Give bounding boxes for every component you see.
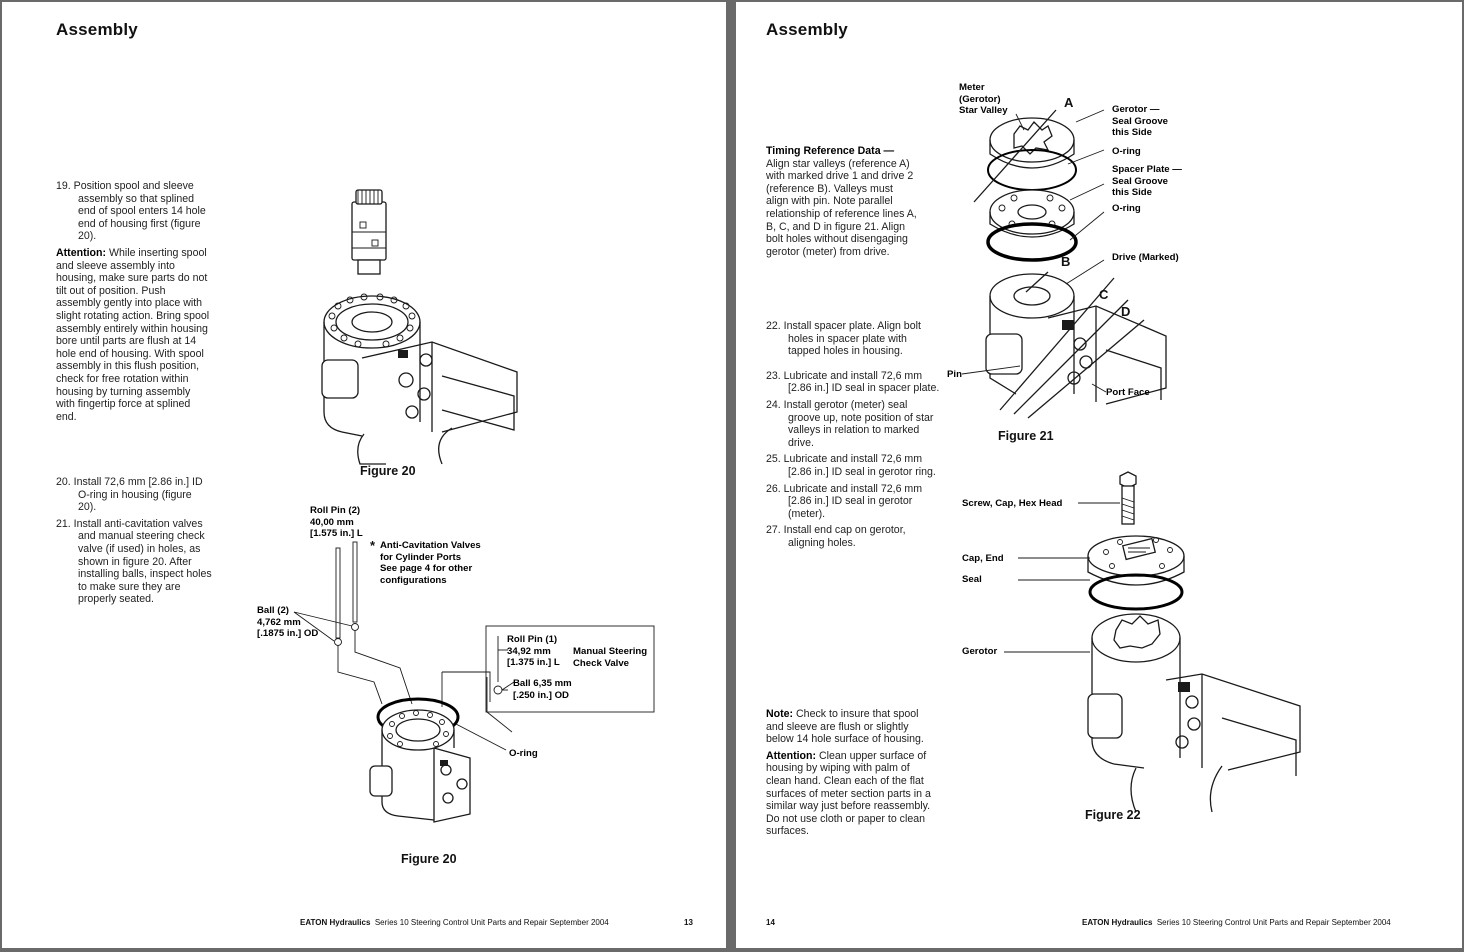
reference-d-label: D [1121, 304, 1131, 319]
meter-label: Meter (Gerotor) Star Valley [959, 82, 1008, 116]
port-face-label: Port Face [1106, 387, 1150, 398]
reference-a-label: A [1064, 95, 1074, 110]
seal-label: Seal [962, 574, 982, 585]
figure-20-valves-illustration [293, 541, 655, 823]
step-22: 22. Install spacer plate. Align bolt hol… [766, 320, 921, 358]
right-notes: Note: Check to insure that spool and sle… [766, 708, 932, 842]
cap-end-label: Cap, End [962, 553, 1004, 564]
gerotor-label: Gerotor [962, 646, 998, 657]
figure-21-illustration [961, 109, 1167, 419]
note-text: Check to insure that spool and sleeve ar… [766, 708, 924, 746]
note: Note: Check to insure that spool and sle… [766, 708, 932, 746]
drive-marked-label: Drive (Marked) [1112, 252, 1179, 263]
figure-20-top-caption: Figure 20 [360, 464, 416, 478]
footer-text: Series 10 Steering Control Unit Parts an… [374, 918, 609, 927]
right-column-steps: 22. Install spacer plate. Align bolt hol… [766, 320, 942, 554]
step-20: 20. Install 72,6 mm [2.86 in.] ID O-ring… [56, 476, 203, 514]
o-ring-lower-label: O-ring [1112, 203, 1141, 214]
step-25: 25. Lubricate and install 72,6 mm [2.86 … [766, 453, 936, 478]
attention-label: Attention: [56, 246, 107, 259]
footer-text: Series 10 Steering Control Unit Parts an… [1156, 918, 1391, 927]
page-number: 13 [684, 918, 693, 927]
left-page: Assembly 19. Position spool and sleeve a… [2, 2, 726, 948]
attention-text: While inserting spool and sleeve assembl… [56, 246, 210, 423]
step-26: 26. Lubricate and install 72,6 mm [2.86 … [766, 482, 923, 520]
timing-title: Timing Reference Data — [766, 145, 895, 157]
ball-2-label: Ball (2) 4,762 mm [.1875 in.] OD [257, 605, 319, 639]
gerotor-seal-groove-label: Gerotor — Seal Groove this Side [1112, 104, 1168, 138]
left-column-steps: 20. Install 72,6 mm [2.86 in.] ID O-ring… [56, 476, 212, 610]
screw-cap-label: Screw, Cap, Hex Head [962, 498, 1063, 509]
note-label: Note: [766, 708, 794, 720]
attention-label: Attention: [766, 749, 817, 762]
timing-text: Align star valleys (reference A) with ma… [766, 157, 917, 258]
page-footer: EATON Hydraulics Series 10 Steering Cont… [1082, 918, 1391, 927]
reference-c-label: C [1099, 287, 1109, 302]
page-heading: Assembly [56, 20, 138, 39]
anti-cavitation-label: Anti-Cavitation Valves for Cylinder Port… [380, 540, 481, 586]
page-number: 14 [766, 918, 775, 927]
asterisk-marker: * [370, 538, 376, 553]
footer-brand: EATON Hydraulics [300, 918, 371, 927]
roll-pin-1-label: Roll Pin (1) 34,92 mm [1.375 in.] L [507, 634, 560, 668]
step-24: 24. Install gerotor (meter) seal groove … [766, 398, 934, 449]
figure-20-spool-housing-illustration [321, 189, 518, 465]
spacer-plate-label: Spacer Plate — Seal Groove this Side [1112, 164, 1182, 198]
page-footer: EATON Hydraulics Series 10 Steering Cont… [300, 918, 609, 927]
reference-b-label: B [1061, 254, 1071, 269]
attention-text: Clean upper surface of housing by wiping… [766, 749, 931, 838]
step-21: 21. Install anti-cavitation valves and m… [56, 517, 212, 606]
attention-note: Attention: Clean upper surface of housin… [766, 750, 932, 838]
manual-steering-label: Manual Steering Check Valve [573, 646, 648, 669]
right-page: Assembly Timing Reference Data — Align s… [736, 2, 1462, 948]
figure-22-illustration [1004, 471, 1301, 813]
timing-reference-block: Timing Reference Data — Align star valle… [766, 145, 918, 258]
step-19: 19. Position spool and sleeve assembly s… [56, 180, 206, 243]
o-ring-label: O-ring [509, 748, 538, 759]
attention-note: Attention: While inserting spool and sle… [56, 247, 212, 423]
o-ring-upper-label: O-ring [1112, 146, 1141, 157]
figure-21-caption: Figure 21 [998, 429, 1054, 443]
figure-22-caption: Figure 22 [1085, 808, 1141, 822]
footer-brand: EATON Hydraulics [1082, 918, 1153, 927]
step-27: 27. Install end cap on gerotor, aligning… [766, 524, 906, 549]
figure-20-bottom-caption: Figure 20 [401, 852, 457, 866]
page-heading: Assembly [766, 20, 848, 39]
step-23: 23. Lubricate and install 72,6 mm [2.86 … [766, 369, 940, 395]
pin-label: Pin [947, 369, 962, 380]
left-column-text: 19. Position spool and sleeve assembly s… [56, 180, 212, 427]
ball-6-35-label: Ball 6,35 mm [.250 in.] OD [513, 678, 572, 701]
roll-pin-2-label: Roll Pin (2) 40,00 mm [1.575 in.] L [310, 505, 363, 539]
